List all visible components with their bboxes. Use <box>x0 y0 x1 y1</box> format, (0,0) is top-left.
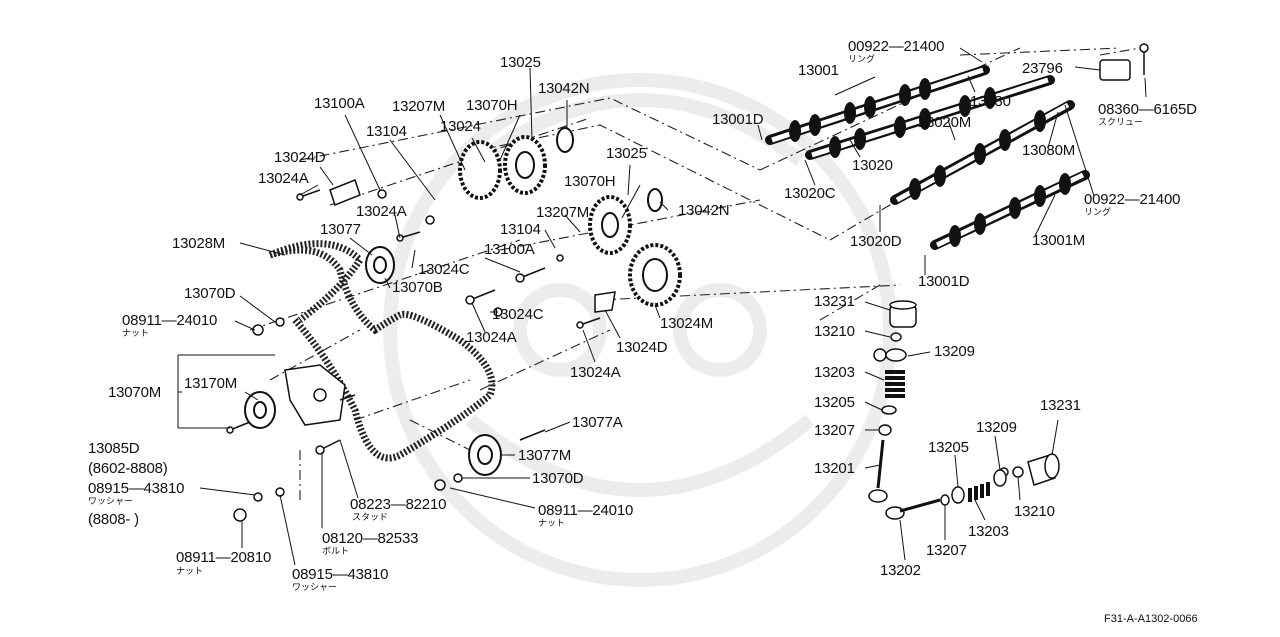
part-label-13028M: 13028M <box>172 235 226 252</box>
part-label-13100A: 13100A <box>314 95 365 112</box>
part-label-13085D: 13085D <box>88 440 140 457</box>
part-label-13024C: 13024C <box>418 261 470 278</box>
part-label-13001M: 13001M <box>1032 232 1086 249</box>
part-name-ring-mid: リング <box>1084 208 1112 218</box>
part-label-13024M: 13024M <box>660 315 714 332</box>
tensioner-bracket-13070M <box>284 364 346 426</box>
small-bolts <box>226 179 1009 522</box>
part-label-13024C-b: 13024C <box>492 306 544 323</box>
part-label-08911-20810: 08911—20810 <box>176 549 272 566</box>
part-label-13202: 13202 <box>880 562 921 579</box>
part-label-13024A: 13024A <box>258 170 309 187</box>
part-label-13025-b: 13025 <box>606 145 647 162</box>
part-label-13210: 13210 <box>814 323 855 340</box>
part-label-00922-21400-mid: 00922—21400 <box>1084 191 1181 208</box>
part-label-13077A: 13077A <box>572 414 623 431</box>
part-label-08120-82533: 08120—82533 <box>322 530 419 547</box>
part-label-13201: 13201 <box>814 460 855 477</box>
part-label-08223-82210: 08223—82210 <box>350 496 447 513</box>
part-label-13001D: 13001D <box>712 111 764 128</box>
cam-sprocket-lower <box>588 188 663 255</box>
part-label-13024D-b: 13024D <box>616 339 668 356</box>
part-label-13080M: 13080M <box>1022 142 1076 159</box>
date-range-8602-8808: (8602-8808) <box>88 460 168 477</box>
part-label-13203-b: 13203 <box>968 523 1009 540</box>
part-label-13210-b: 13210 <box>1014 503 1055 520</box>
part-label-13231-b: 13231 <box>1040 397 1081 414</box>
diagram-code: F31-A-A1302-0066 <box>1104 613 1198 625</box>
part-label-00922-21400: 00922—21400 <box>848 38 945 55</box>
part-name-nut: ナット <box>122 329 150 339</box>
part-label-13207-b: 13207 <box>926 542 967 559</box>
part-label-08360-6165D: 08360—6165D <box>1098 101 1197 118</box>
part-label-13070H-b: 13070H <box>564 173 616 190</box>
part-label-13024D: 13024D <box>274 149 326 166</box>
camshaft-13020M <box>890 100 1075 205</box>
part-label-13170M: 13170M <box>184 375 238 392</box>
watermark-logo <box>383 73 897 587</box>
part-label-13207M-b: 13207M <box>536 204 590 221</box>
part-label-13025: 13025 <box>500 54 541 71</box>
part-label-08915-43810-b: 08915—43810 <box>292 566 389 583</box>
part-label-13001D-b: 13001D <box>918 273 970 290</box>
part-label-13207: 13207 <box>814 422 855 439</box>
valve-train-upper <box>868 300 917 503</box>
part-label-13203: 13203 <box>814 364 855 381</box>
part-label-13042N-b: 13042N <box>678 202 730 219</box>
part-label-13104-b: 13104 <box>500 221 541 238</box>
part-label-13020C: 13020C <box>784 185 836 202</box>
part-label-13070B: 13070B <box>392 279 443 296</box>
part-label-13024A-b: 13024A <box>356 203 407 220</box>
part-label-13209-b: 13209 <box>976 419 1017 436</box>
part-label-13070H: 13070H <box>466 97 518 114</box>
part-label-13205: 13205 <box>814 394 855 411</box>
part-label-13070M: 13070M <box>108 384 162 401</box>
part-label-13205-b: 13205 <box>928 439 969 456</box>
part-label-13070D: 13070D <box>184 285 236 302</box>
part-label-13207M: 13207M <box>392 98 446 115</box>
camshaft-13001 <box>765 65 990 145</box>
part-label-13042N: 13042N <box>538 80 590 97</box>
part-label-08911-24010: 08911—24010 <box>122 312 218 329</box>
part-label-13020M: 13020M <box>918 114 972 131</box>
camshaft-13001M <box>930 170 1090 250</box>
part-label-13020: 13020 <box>852 157 893 174</box>
valve-train-lower <box>885 453 1060 520</box>
part-label-13077M: 13077M <box>518 447 572 464</box>
part-label-13024: 13024 <box>440 118 481 135</box>
sensor-23796 <box>1099 43 1149 81</box>
part-label-13077: 13077 <box>320 221 361 238</box>
part-label-13209: 13209 <box>934 343 975 360</box>
part-label-23796: 23796 <box>1022 60 1063 77</box>
part-name-screw: スクリュー <box>1098 118 1144 128</box>
part-label-13024A-d: 13024A <box>570 364 621 381</box>
label-leaders <box>177 47 1147 566</box>
part-name-washer-b: ワッシャー <box>292 583 338 593</box>
part-label-08911-24010-b: 08911—24010 <box>538 502 634 519</box>
part-name-stud: スタッド <box>352 513 389 523</box>
part-label-13070D-b: 13070D <box>532 470 584 487</box>
part-name-ring: リング <box>848 55 876 65</box>
part-name-nut-c: ナット <box>176 567 204 577</box>
part-label-13020D: 13020D <box>850 233 902 250</box>
part-label-13001: 13001 <box>798 62 839 79</box>
timing-belt-13028M <box>268 240 496 462</box>
part-label-13104: 13104 <box>366 123 407 140</box>
idler-pulleys <box>244 246 502 476</box>
part-label-13231: 13231 <box>814 293 855 310</box>
dashed-leader-lines <box>249 47 1141 500</box>
crank-pulley-13024M <box>628 243 682 307</box>
date-range-8808: (8808- ) <box>88 511 139 528</box>
part-label-08915-43810: 08915—43810 <box>88 480 185 497</box>
part-label-13024A-c: 13024A <box>466 329 517 346</box>
cam-sprocket-upper <box>458 127 574 200</box>
part-name-washer: ワッシャー <box>88 497 134 507</box>
part-label-13100A-b: 13100A <box>484 241 535 258</box>
part-name-bolt: ボルト <box>322 547 350 557</box>
part-label-13080: 13080 <box>970 93 1011 110</box>
part-name-nut-b: ナット <box>538 519 566 529</box>
